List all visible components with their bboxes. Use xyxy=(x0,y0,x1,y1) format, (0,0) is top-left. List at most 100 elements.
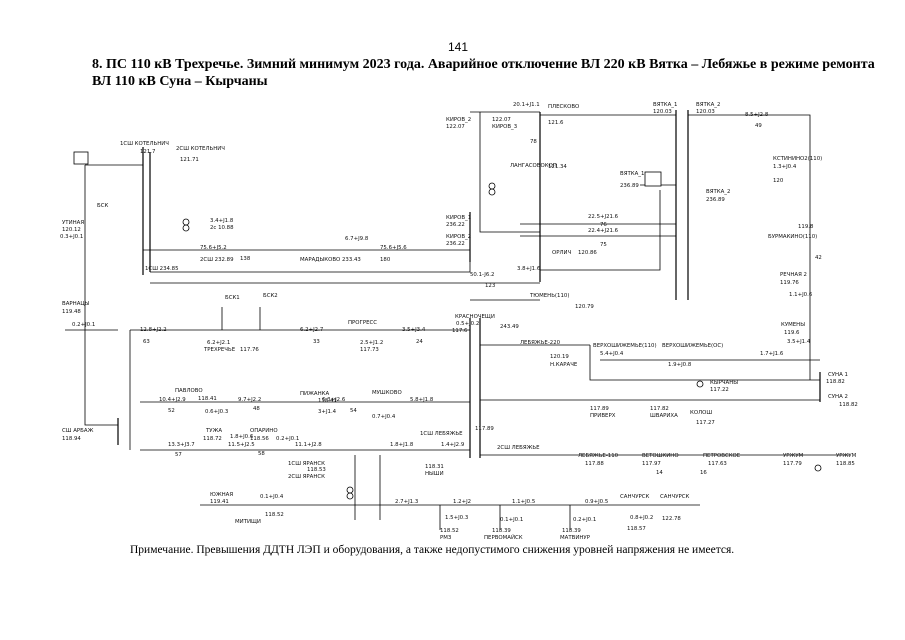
lbl-yuzhnaya-f: 0.1+J0.4 xyxy=(260,494,284,500)
lbl-rechnaya-v: 119.76 xyxy=(780,280,799,286)
lbl-lang-v: 121.34 xyxy=(548,164,567,170)
line-utiniya-arbazh xyxy=(84,165,118,426)
lbl-kirov1: КИРОВ_1 xyxy=(446,215,471,221)
lbl-flow-85: 8.5+J2.8 xyxy=(745,112,769,118)
lbl-flow-201: 20.1+J1.1 xyxy=(513,102,540,108)
lbl-flow-97: 9.7+J2.2 xyxy=(238,397,261,403)
lbl-pizhanka: ПИЖАНКА xyxy=(300,391,329,397)
lbl-kirov2b: КИРОВ_2 xyxy=(446,234,471,240)
lbl-vyatka1h-v: 236.89 xyxy=(620,183,639,189)
lbl-sanchursk2-v: 122.78 xyxy=(662,516,681,522)
lbl-utiniya-f: 0.3+J0.1 xyxy=(60,234,83,240)
lbl-rechnaya-f: 1.1+J0.6 xyxy=(789,292,813,298)
lbl-flow-115: 11.5+J2.5 xyxy=(228,442,255,448)
transformer-utiniya xyxy=(73,151,89,165)
lbl-n75: 75 xyxy=(600,242,607,248)
line-nikuchy-suna xyxy=(589,345,820,381)
lbl-nikuchy-v: 120.19 xyxy=(550,354,569,360)
lbl-n76: 76 xyxy=(600,222,607,228)
lbl-shvarikha-v: 117.82 xyxy=(650,406,669,412)
lbl-flow-08: 0.8+J0.2 xyxy=(630,515,653,521)
lbl-tyumen: ТЮМЕНЬ(110) xyxy=(529,293,569,299)
lbl-lang: ЛАНГАСОВОКОП xyxy=(510,163,557,169)
lbl-flow-01: 0.1+J0.1 xyxy=(500,517,523,523)
lbl-n63: 63 xyxy=(143,339,150,345)
lbl-shvarikha: ШВАРИХА xyxy=(650,413,678,419)
lbl-pavlovo-f: 0.6+J0.3 xyxy=(205,409,228,415)
lbl-yaransk1: 1СШ ЯРАНСК xyxy=(288,461,325,467)
lbl-n58: 58 xyxy=(258,451,265,457)
lbl-utiniya: УТИНАЯ xyxy=(62,220,84,226)
transformer-kirov-b xyxy=(488,188,496,196)
lbl-flow-75b: 75.6+J5.6 xyxy=(380,245,407,251)
lbl-kyrchany-v: 117.22 xyxy=(710,387,729,393)
transformer-kirov-a xyxy=(488,182,496,190)
lbl-n42: 42 xyxy=(815,255,822,261)
lbl-vetoshkino-v: 117.97 xyxy=(642,461,661,467)
lbl-matvinur: МАТВИНУР xyxy=(560,535,591,541)
lbl-yuzhnaya-v: 119.41 xyxy=(210,499,229,505)
lbl-vyatka2h-v: 236.89 xyxy=(706,197,725,203)
lbl-suna2: СУНА 2 xyxy=(828,394,848,400)
lbl-flow-15: 1.5+J0.3 xyxy=(445,515,468,521)
lbl-trehreche: ТРЕХРЕЧЬЕ xyxy=(203,347,236,353)
lbl-rmz-v: 118.52 xyxy=(440,528,459,534)
footnote: Примечание. Превышения ДДТН ЛЭП и оборуд… xyxy=(130,544,735,556)
lbl-n180: 180 xyxy=(380,257,391,263)
lbl-vyatka2b-v: 120.03 xyxy=(696,109,715,115)
lbl-nushi: НЫШИ xyxy=(425,471,444,477)
lbl-pervomaisk: ПЕРВОМАЙСК xyxy=(484,534,523,541)
lbl-n78: 78 xyxy=(530,139,537,145)
transformer-kotelnich-a xyxy=(182,218,190,226)
lbl-flow-63: 6.3+J2.6 xyxy=(322,397,346,403)
transformer-vyatka xyxy=(644,171,662,187)
lbl-nushi-v: 118.31 xyxy=(425,464,444,470)
lbl-sh2-kotelnich: 2СШ КОТЕЛЬНИЧ xyxy=(176,146,225,152)
lbl-bsk1: БСК1 xyxy=(225,295,240,301)
lbl-kirov3: КИРОВ_3 xyxy=(492,124,517,130)
lbl-flow-104: 10.4+J2.9 xyxy=(159,397,186,403)
line-orlich-vyatka xyxy=(540,190,661,271)
lbl-suna1: СУНА 1 xyxy=(828,372,848,378)
lbl-kumeny-v: 119.6 xyxy=(784,330,800,336)
lbl-pavlovo-v: 118.41 xyxy=(198,396,217,402)
lbl-vyatka1-v: 120.03 xyxy=(653,109,672,115)
line-bottom-taps xyxy=(439,505,571,530)
lbl-varnacy-f: 0.2+J0.1 xyxy=(72,322,95,328)
lbl-oparino-v: 118.56 xyxy=(250,436,269,442)
line-vyatka-kstinino xyxy=(688,114,811,380)
lbl-matvinur-v: 118.39 xyxy=(562,528,581,534)
lbl-priverh: ПРИВЕРХ xyxy=(590,413,616,419)
lbl-urzhum: УРЖУМ xyxy=(783,453,804,459)
lbl-kirov1-v: 236.22 xyxy=(446,222,465,228)
lbl-bsk-k: БСК xyxy=(97,203,108,209)
transformer-kyrchany xyxy=(696,380,704,388)
lbl-lebyazhe110-1: 1СШ ЛЕБЯЖЬЕ xyxy=(420,431,463,437)
lbl-kstinino-v: 120 xyxy=(773,178,784,184)
lbl-flow-kot-b: 2с 10.88 xyxy=(210,225,234,231)
lbl-plesh: ПЛЕСКОВО xyxy=(548,104,579,110)
lbl-flow-12: 1.2+J2 xyxy=(453,499,471,505)
lbl-progress-v: 117.73 xyxy=(360,347,379,353)
lbl-kirov2a-v: 122.07 xyxy=(446,124,465,130)
lbl-vyatka2b: ВЯТКА_2 xyxy=(696,102,720,108)
lbl-burmakino-v: 119.8 xyxy=(798,224,814,230)
lbl-orlich: ОРЛИЧ xyxy=(552,250,572,256)
lbl-tyumen-v: 120.79 xyxy=(575,304,594,310)
lbl-sh2-kotelnich-v: 121.71 xyxy=(180,157,199,163)
lbl-orlich-v: 120.86 xyxy=(578,250,597,256)
lbl-lebyazhe220-v: 243.49 xyxy=(500,324,519,330)
lbl-flow-111: 11.1+J2.8 xyxy=(295,442,322,448)
lbl-yuzhnaya: ЮЖНАЯ xyxy=(210,492,233,498)
lbl-flow-14: 1.4+J2.9 xyxy=(441,442,465,448)
lbl-krasnoch-b: 117.6 xyxy=(452,328,468,334)
lbl-kirov3-v: 122.07 xyxy=(492,117,511,123)
lbl-flow-501: 50.1-J6.2 xyxy=(470,272,494,278)
lbl-bsk2: БСК2 xyxy=(263,293,278,299)
lines xyxy=(65,111,850,530)
lbl-verkhosh2: ВЕРХОШИЖЕМЬЕ(ОС) xyxy=(662,343,723,349)
buses xyxy=(117,110,821,458)
page-number: 141 xyxy=(448,40,469,54)
lbl-n138: 138 xyxy=(240,256,251,262)
lbl-flow-75a: 75.6+J5.2 xyxy=(200,245,227,251)
